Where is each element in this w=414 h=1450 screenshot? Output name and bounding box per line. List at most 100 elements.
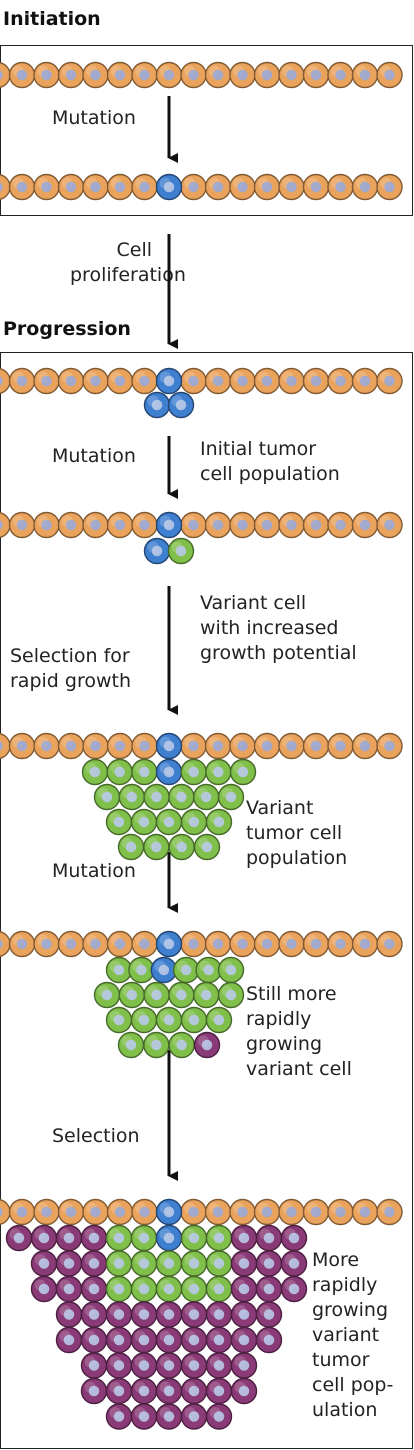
initiated-cell [155,511,183,539]
normal-cell [351,173,379,201]
rapid-variant-cell [30,1275,58,1303]
variant-cell [217,956,245,984]
variant-cell [205,808,233,836]
initiated-cell [155,930,183,958]
tumor-cell [143,391,171,419]
normal-cell [155,61,183,89]
rapid-variant-cell [255,1224,283,1252]
rapid-variant-cell [55,1275,83,1303]
variant-cell [130,1275,158,1303]
normal-cell [131,511,158,539]
rapid-variant-cell [155,1326,183,1354]
rapid-variant-cell [105,1326,133,1354]
normal-cell [0,931,11,957]
normal-cell [351,1198,379,1226]
normal-cell [0,174,11,200]
rapid-variant-cell [105,1377,133,1405]
normal-cell [302,732,330,760]
mutation-label-3: Mutation [52,860,136,882]
rapid-variant-cell [80,1224,108,1252]
selection-rapid-growth-label: Selection for rapid growth [10,645,132,692]
normal-cell [82,173,109,201]
normal-cell [302,367,330,395]
rapid-variant-cell [280,1250,308,1277]
variant-cell [143,783,170,811]
rapid-variant-cell [80,1326,108,1354]
normal-cell [106,511,134,539]
normal-cell [278,367,305,395]
normal-cell [131,173,158,201]
normal-cell [180,367,207,395]
tumor-cell [143,537,171,565]
normal-cell [180,732,207,760]
normal-cell [351,367,379,395]
variant-cell [130,1006,158,1034]
variant-cell [217,783,245,811]
normal-cell [351,511,379,539]
rapid-variant-cell [55,1250,83,1277]
variant-cell [143,1031,170,1059]
normal-cell [376,173,403,201]
variant-cell [143,981,170,1009]
normal-cell [180,511,207,539]
rapid-variant-cell [130,1377,158,1405]
normal-cell [8,61,36,89]
rapid-variant-cell [230,1352,258,1379]
rapid-variant-cell [105,1403,133,1430]
variant-cell [167,537,195,565]
normal-cell [204,173,232,201]
normal-cell [327,1198,354,1226]
normal-cell [57,732,85,760]
rapid-variant-cell [180,1403,208,1430]
normal-cell [253,173,281,201]
normal-cell [376,61,403,89]
normal-cell [82,367,109,395]
initiation-heading: Initiation [3,8,101,30]
variant-cell [105,1250,133,1277]
normal-cell [33,732,60,760]
normal-cell [229,173,256,201]
normal-cell [131,367,158,395]
normal-cell [0,733,11,759]
variant-cell [131,758,158,786]
normal-cell [131,1198,158,1226]
normal-cell [204,930,232,958]
normal-cell [180,1198,207,1226]
normal-cell [33,367,60,395]
normal-cell [327,173,354,201]
tumor-cell [150,956,178,984]
normal-cell [82,511,109,539]
rapid-variant-cell [255,1301,283,1328]
variant-cell [168,783,195,811]
rapid-variant-cell [80,1377,108,1405]
variant-cell [155,808,183,836]
variant-population-label: Variant tumor cell population [246,797,348,869]
mutation-label-2: Mutation [52,445,136,467]
variant-cell [180,1250,208,1277]
variant-cell [128,956,155,984]
normal-cell [253,511,281,539]
normal-cell [8,511,36,539]
variant-cell [155,1006,183,1034]
normal-cell [229,732,256,760]
normal-cell [229,930,256,958]
normal-cell [131,732,158,760]
rapid-variant-cell [255,1250,283,1277]
normal-cell [229,511,256,539]
rapid-variant-cell [205,1377,233,1405]
normal-cell [327,930,354,958]
normal-cell [8,1198,36,1226]
variant-cell [93,783,121,811]
variant-cell [192,981,220,1009]
variant-cell [93,981,121,1009]
normal-cell [253,1198,281,1226]
rapid-variant-cell [230,1377,258,1405]
rapid-variant-cell [230,1224,258,1252]
normal-cell [33,930,60,958]
variant-cell [168,1031,195,1059]
variant-cell [180,1006,208,1034]
normal-cell [204,511,232,539]
rapid-variant-cell [280,1224,308,1252]
variant-cell [130,1224,158,1252]
